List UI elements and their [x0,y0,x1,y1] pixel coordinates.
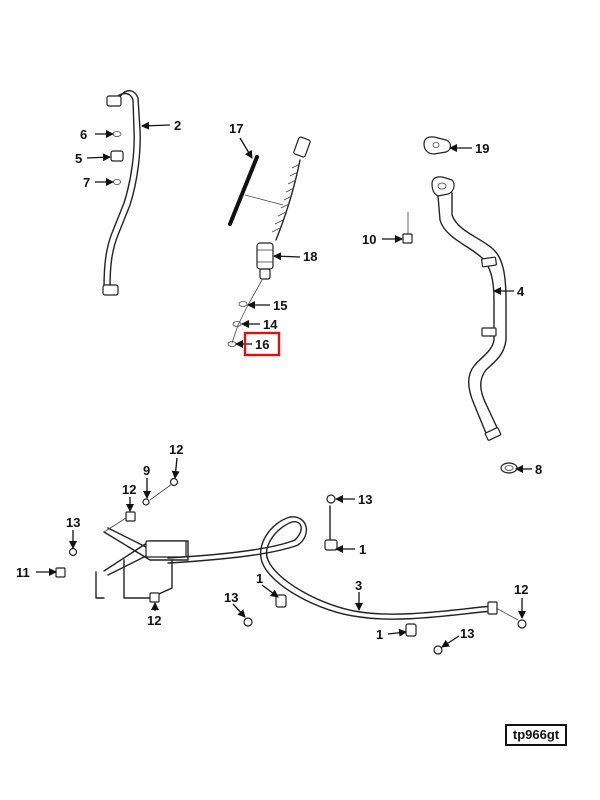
sensor-assembly [227,136,311,347]
callout-13-a: 13 [66,515,80,530]
callout-7: 7 [83,175,90,190]
callout-1-c: 1 [376,627,383,642]
callout-4: 4 [517,284,525,299]
callout-5: 5 [75,151,82,166]
callout-12-b: 12 [122,482,136,497]
fuel-line-assembly [102,90,141,296]
reference-code-label: tp966gt [505,724,567,746]
callout-12-d: 12 [514,582,528,597]
callout-1-a: 1 [359,542,366,557]
callout-10: 10 [362,232,376,247]
callout-18: 18 [303,249,317,264]
callout-13-c: 13 [224,590,238,605]
callout-leaders [36,121,532,648]
hose-assembly [402,136,518,474]
callout-1-b: 1 [256,571,263,586]
callout-8: 8 [535,462,542,477]
callout-15: 15 [273,298,287,313]
callout-9: 9 [143,463,150,478]
callout-13-b: 13 [358,492,372,507]
callout-12-a: 12 [169,442,183,457]
callout-14: 14 [263,317,278,332]
callout-17: 17 [229,121,243,136]
tube-bracket-assembly [55,477,527,655]
callout-11: 11 [16,565,30,580]
callout-16: 16 [255,337,269,352]
callout-13-d: 13 [460,626,474,641]
callout-19: 19 [475,141,489,156]
callout-labels: 2 6 5 7 17 18 15 14 16 19 10 4 8 12 9 12… [16,118,542,642]
callout-3: 3 [355,578,362,593]
highlight-box-16 [243,331,281,357]
callout-6: 6 [80,127,87,142]
callout-12-c: 12 [147,613,161,628]
callout-2: 2 [174,118,181,133]
